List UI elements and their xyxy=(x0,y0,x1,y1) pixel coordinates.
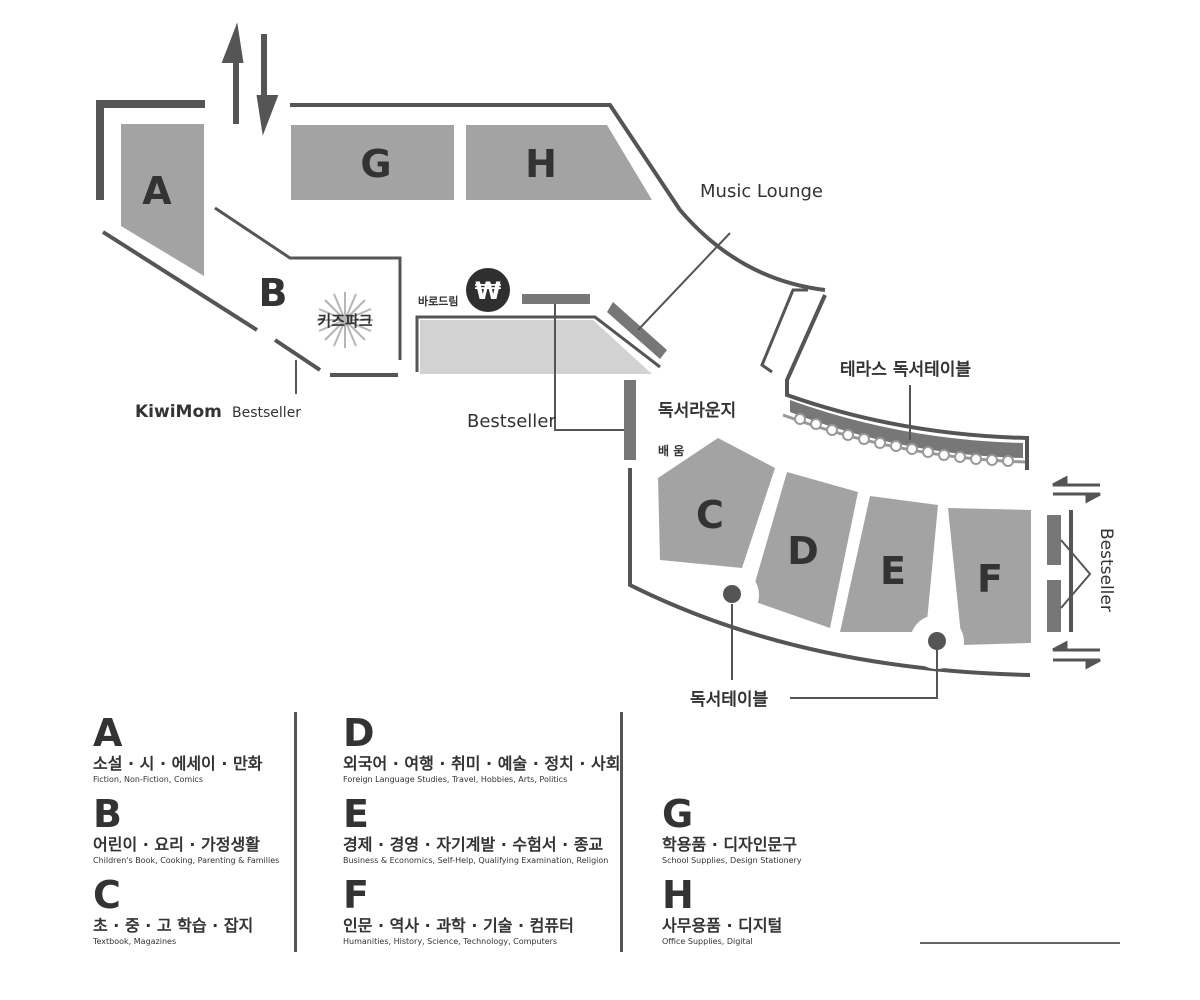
kiwimom-bestseller-label: Bestseller xyxy=(232,405,301,421)
footer-rule xyxy=(920,942,1120,944)
escalator-right xyxy=(1052,475,1101,670)
zone-h xyxy=(466,125,652,200)
music-lounge-label: Music Lounge xyxy=(700,181,823,202)
legend-en-d: Foreign Language Studies, Travel, Hobbie… xyxy=(343,775,568,784)
kids-park-icon xyxy=(317,292,373,348)
kiwimom-brand: KiwiMom xyxy=(135,402,222,422)
music-lounge-shelf xyxy=(607,302,667,359)
legend-ko-h: 사무용품 · 디지털 xyxy=(662,916,783,935)
won-symbol: ₩ xyxy=(475,277,502,305)
bestseller-right-label: Bestseller xyxy=(1096,528,1116,612)
legend-en-h: Office Supplies, Digital xyxy=(662,937,753,946)
reading-table-label: 독서테이블 xyxy=(690,690,769,710)
zone-a-label: A xyxy=(142,169,172,213)
legend-letter-f: F xyxy=(343,873,369,917)
reading-lounge-shelf xyxy=(624,380,636,460)
wall-top-long xyxy=(290,103,826,292)
zone-a xyxy=(121,124,204,276)
legend-entry-g: G 학용품 · 디자인문구 School Supplies, Design St… xyxy=(662,793,802,866)
escalator-top xyxy=(221,22,279,136)
legend-entry-h: H 사무용품 · 디지털 Office Supplies, Digital xyxy=(662,874,802,947)
legend-letter-c: C xyxy=(93,873,121,917)
wall-terrace-bracket xyxy=(760,288,808,374)
barodrim-icon xyxy=(466,268,510,312)
legend-en-e: Business & Economics, Self-Help, Qualify… xyxy=(343,856,609,865)
zone-e xyxy=(840,496,938,632)
legend-letter-a: A xyxy=(93,711,123,755)
reading-lounge-label: 독서라운지 xyxy=(658,401,736,421)
kids-park-label: 키즈파크 xyxy=(317,312,372,330)
legend-ko-b: 어린이 · 요리 · 가정생활 xyxy=(93,835,260,854)
legend-column-3: G 학용품 · 디자인문구 School Supplies, Design St… xyxy=(662,793,802,955)
legend-ko-a: 소설 · 시 · 에세이 · 만화 xyxy=(93,754,263,773)
wall-terrace-outer xyxy=(785,294,1029,470)
bestseller-center-leader xyxy=(554,304,624,431)
legend-entry-c: C 초 · 중 · 고 학습 · 잡지 Textbook, Magazines xyxy=(93,874,279,947)
zone-h-label: H xyxy=(525,142,557,186)
wall-left-diagonal xyxy=(101,230,259,332)
baeum-label: 배 움 xyxy=(658,443,684,458)
legend-ko-d: 외국어 · 여행 · 취미 · 예술 · 정치 · 사회 xyxy=(343,754,621,773)
bestseller-shelf-top xyxy=(522,294,590,304)
music-lounge-leader xyxy=(637,232,731,331)
walls xyxy=(96,100,1031,677)
legend-letter-h: H xyxy=(662,873,694,917)
legend-letter-e: E xyxy=(343,792,369,836)
legend-entry-a: A 소설 · 시 · 에세이 · 만화 Fiction, Non-Fiction… xyxy=(93,712,279,785)
legend-en-c: Textbook, Magazines xyxy=(93,937,177,946)
legend-en-b: Children's Book, Cooking, Parenting & Fa… xyxy=(93,856,280,865)
zone-d xyxy=(750,472,858,628)
legend-column-1: A 소설 · 시 · 에세이 · 만화 Fiction, Non-Fiction… xyxy=(93,712,279,955)
zone-b-label: B xyxy=(259,271,288,315)
reading-table-seats xyxy=(705,568,964,669)
legend-letter-b: B xyxy=(93,792,122,836)
legend-ko-f: 인문 · 역사 · 과학 · 기술 · 컴퓨터 xyxy=(343,916,574,935)
legend-letter-g: G xyxy=(662,792,694,836)
wall-bestseller-stand xyxy=(415,315,661,372)
legend-entry-b: B 어린이 · 요리 · 가정생활 Children's Book, Cooki… xyxy=(93,793,279,866)
zone-g-label: G xyxy=(360,142,391,186)
bestseller-stand xyxy=(420,320,652,374)
terrace-table xyxy=(782,400,1026,467)
zone-d-label: D xyxy=(787,529,819,573)
zone-c xyxy=(658,438,775,568)
wall-left-lower xyxy=(628,468,1031,677)
legend-en-g: School Supplies, Design Stationery xyxy=(662,856,802,865)
zone-c-label: C xyxy=(696,493,724,537)
legend-column-2: D 외국어 · 여행 · 취미 · 예술 · 정치 · 사회 Foreign L… xyxy=(343,712,620,955)
shelves xyxy=(522,294,1061,632)
zone-f xyxy=(948,508,1031,645)
wall-left-diagonal-lower xyxy=(273,338,322,372)
bestseller-center-label: Bestseller xyxy=(467,411,556,432)
bestseller-right-bracket xyxy=(1060,510,1092,632)
terrace-table-label: 테라스 독서테이블 xyxy=(840,360,971,380)
legend-divider-2 xyxy=(620,712,623,952)
zone-g xyxy=(291,125,454,200)
wall-inner xyxy=(214,206,402,360)
barodrim-label: 바로드림 xyxy=(418,294,458,308)
zones xyxy=(121,124,1031,645)
legend-entry-f: F 인문 · 역사 · 과학 · 기술 · 컴퓨터 Humanities, Hi… xyxy=(343,874,620,947)
bestseller-right-shelf-2 xyxy=(1047,580,1061,632)
legend-ko-c: 초 · 중 · 고 학습 · 잡지 xyxy=(93,916,254,935)
legend-entry-d: D 외국어 · 여행 · 취미 · 예술 · 정치 · 사회 Foreign L… xyxy=(343,712,620,785)
reading-table-leader-right xyxy=(790,650,938,699)
legend-letter-d: D xyxy=(343,711,375,755)
legend-en-f: Humanities, History, Science, Technology… xyxy=(343,937,558,946)
legend-divider-1 xyxy=(294,712,297,952)
bestseller-right-shelf-1 xyxy=(1047,515,1061,565)
legend-ko-g: 학용품 · 디자인문구 xyxy=(662,835,797,854)
legend-entry-e: E 경제 · 경영 · 자기계발 · 수험서 · 종교 Business & E… xyxy=(343,793,620,866)
legend-ko-e: 경제 · 경영 · 자기계발 · 수험서 · 종교 xyxy=(343,835,604,854)
zone-e-label: E xyxy=(880,549,906,593)
zone-f-label: F xyxy=(977,557,1003,601)
legend-en-a: Fiction, Non-Fiction, Comics xyxy=(93,775,203,784)
leader-lines xyxy=(295,232,938,699)
wall-top-left xyxy=(96,100,205,200)
